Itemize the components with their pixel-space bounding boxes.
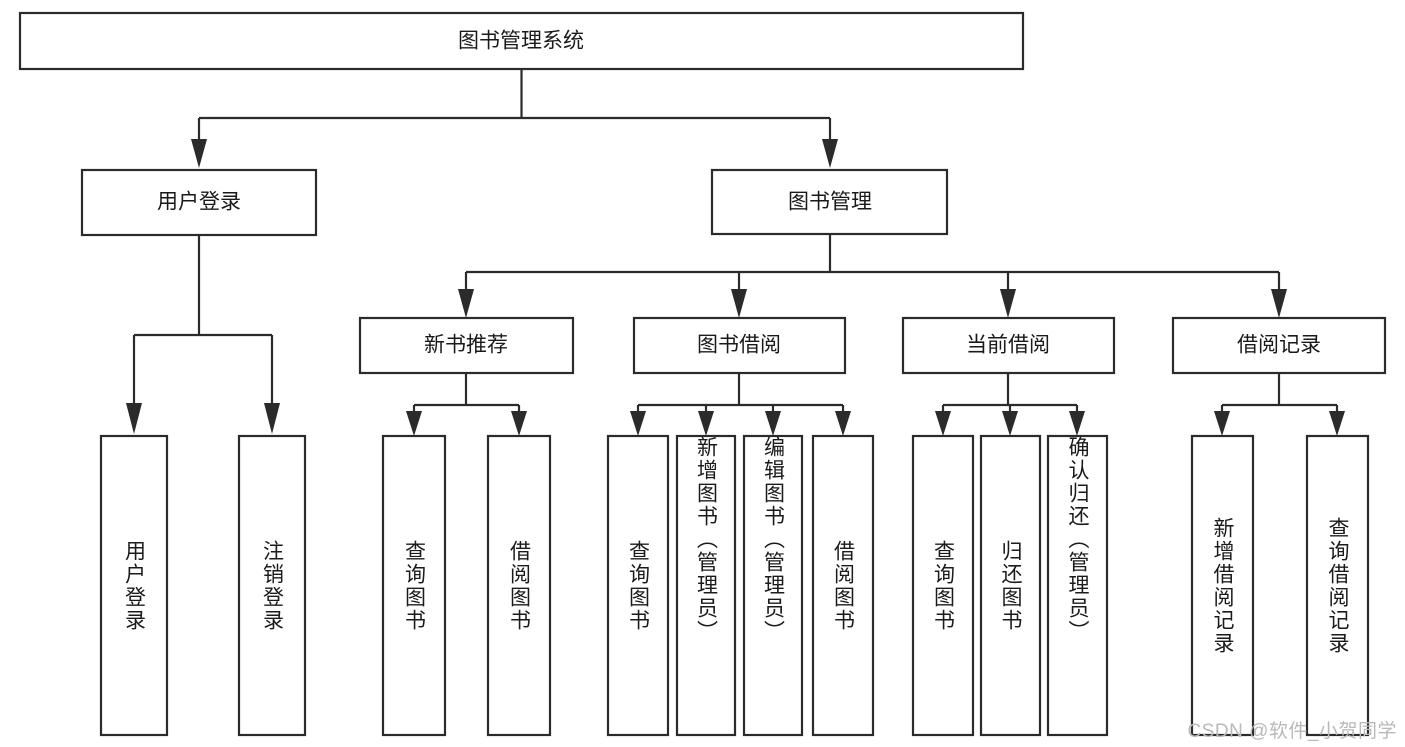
- arrow-to-leaf-return-book: [1002, 411, 1018, 436]
- arrow-to-leaf-confirm-return: [1069, 411, 1085, 436]
- connector-layer: [126, 69, 1345, 436]
- csdn-watermark: CSDN @软件_小贺同学: [1187, 721, 1397, 742]
- node-book-borrow-label: 图书借阅: [697, 334, 781, 357]
- node-current-borrow-label: 当前借阅: [966, 334, 1050, 357]
- arrow-to-leaf-logout: [264, 403, 280, 434]
- node-root-box[interactable]: [18, 11, 1025, 71]
- leaf-query-book-1-box[interactable]: [381, 434, 447, 737]
- arrow-to-leaf-query-record: [1329, 411, 1345, 436]
- node-user-login-box[interactable]: [80, 168, 318, 237]
- leaf-borrow-book-2-box[interactable]: [811, 434, 875, 737]
- arrow-to-user-login: [191, 139, 207, 168]
- node-new-book-recommend-box[interactable]: [358, 316, 575, 375]
- node-root-label: 图书管理系统: [458, 30, 584, 53]
- leaf-confirm-return-box[interactable]: [1046, 434, 1109, 737]
- arrow-to-leaf-query-book-3: [935, 411, 951, 436]
- arrow-to-current-borrow: [1000, 289, 1016, 318]
- node-borrow-record-box[interactable]: [1171, 316, 1387, 375]
- arrow-to-book-mgmt: [822, 139, 838, 168]
- leaf-query-record-box[interactable]: [1305, 434, 1370, 737]
- node-book-borrow-box[interactable]: [632, 316, 847, 375]
- leaf-query-book-2-box[interactable]: [606, 434, 670, 737]
- arrow-to-leaf-edit-book: [765, 411, 781, 436]
- node-book-mgmt-label: 图书管理: [788, 191, 872, 214]
- arrow-to-leaf-add-book: [698, 411, 714, 436]
- leaf-return-book-box[interactable]: [979, 434, 1042, 737]
- node-borrow-record-label: 借阅记录: [1237, 334, 1321, 357]
- node-user-login-label: 用户登录: [157, 191, 241, 214]
- arrow-to-leaf-add-record: [1214, 411, 1230, 436]
- arrow-to-leaf-borrow-book-1: [511, 411, 527, 436]
- node-layer: 图书管理系统 用户登录 图书管理 新书推荐 图书借阅 当前借阅 借阅记录: [18, 11, 1387, 737]
- leaf-query-book-3-box[interactable]: [911, 434, 975, 737]
- arrow-to-leaf-query-book-1: [406, 411, 422, 436]
- leaf-logout-box[interactable]: [237, 434, 307, 737]
- leaf-add-book-box[interactable]: [675, 434, 737, 737]
- leaf-borrow-book-1-box[interactable]: [486, 434, 552, 737]
- arrow-to-leaf-query-book-2: [630, 411, 646, 436]
- arrow-to-leaf-user-login: [126, 403, 142, 434]
- arrow-to-new-book-recommend: [458, 289, 474, 318]
- leaf-user-login-box[interactable]: [99, 434, 169, 737]
- node-current-borrow-box[interactable]: [901, 316, 1116, 375]
- leaf-add-record-box[interactable]: [1190, 434, 1255, 737]
- leaf-edit-book-box[interactable]: [742, 434, 804, 737]
- arrow-to-book-borrow: [731, 289, 747, 318]
- arrow-to-leaf-borrow-book-2: [835, 411, 851, 436]
- node-new-book-recommend-label: 新书推荐: [424, 334, 508, 357]
- node-book-mgmt-box[interactable]: [710, 168, 949, 236]
- arrow-to-borrow-record: [1271, 289, 1287, 318]
